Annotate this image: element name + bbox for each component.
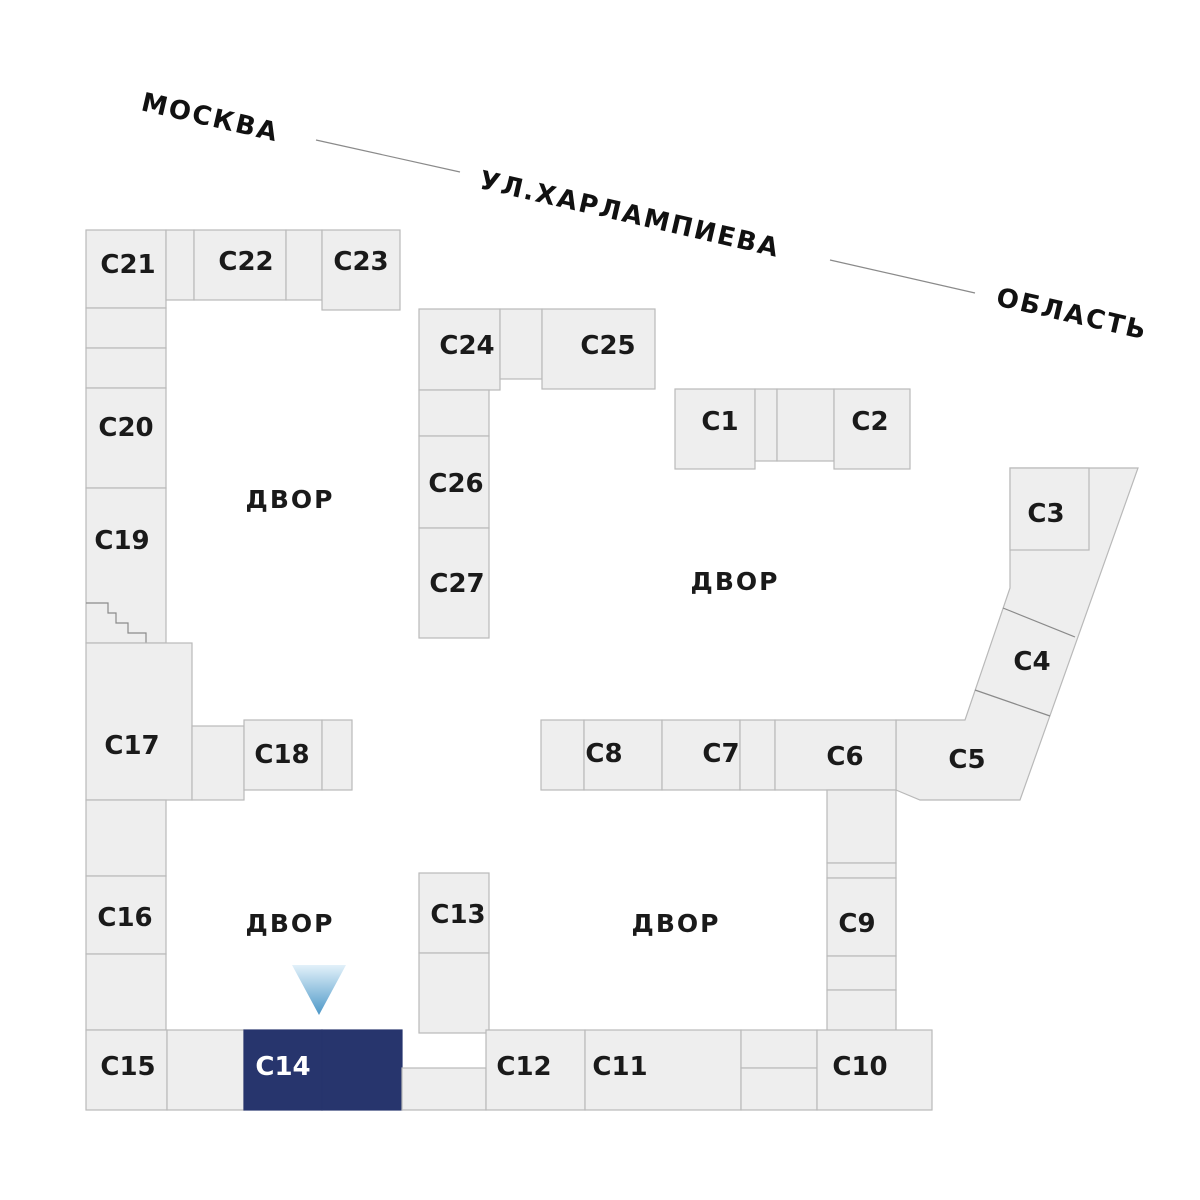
block-c21-b [85, 307, 167, 349]
section-label-c26[interactable]: С26 [428, 469, 483, 499]
block-c24-b [499, 308, 543, 380]
section-label-c14[interactable]: С14 [255, 1052, 310, 1082]
section-label-c10[interactable]: С10 [832, 1052, 887, 1082]
c9-column [826, 789, 897, 1034]
section-label-c1[interactable]: С1 [701, 407, 738, 437]
section-label-c20[interactable]: С20 [98, 413, 153, 443]
block-c7-b [739, 719, 776, 791]
block-c1-b [754, 388, 778, 462]
yard-label-bottom-left: ДВОР [246, 909, 335, 938]
block-c12-a [401, 1067, 487, 1111]
east-north-block [674, 388, 911, 470]
yard-labels: ДВОР ДВОР ДВОР ДВОР [246, 485, 780, 938]
block-c22-a [165, 229, 195, 301]
block-c9-c [826, 955, 897, 991]
street-name: УЛ.ХАРЛАМПИЕВА [476, 166, 782, 264]
block-c26-a [418, 389, 490, 437]
section-label-c5[interactable]: С5 [948, 745, 985, 775]
road-labels: МОСКВА УЛ.ХАРЛАМПИЕВА ОБЛАСТЬ [138, 88, 1150, 347]
block-c12[interactable] [485, 1029, 586, 1111]
yard-label-center: ДВОР [691, 567, 780, 596]
section-label-c2[interactable]: С2 [851, 407, 888, 437]
section-label-c11[interactable]: С11 [592, 1052, 647, 1082]
central-block [418, 308, 656, 639]
block-c8-a [540, 719, 585, 791]
block-c22[interactable] [193, 229, 287, 301]
block-c1[interactable] [674, 388, 756, 470]
c13-column [418, 872, 490, 1034]
road-label-moscow: МОСКВА [138, 88, 281, 149]
yard-label-bottom-right: ДВОР [632, 909, 721, 938]
block-c25[interactable] [541, 308, 656, 390]
block-c16-a [85, 799, 167, 877]
block-c9-a [826, 789, 897, 864]
section-label-c27[interactable]: С27 [429, 569, 484, 599]
section-label-c21[interactable]: С21 [100, 250, 155, 280]
section-label-c18[interactable]: С18 [254, 740, 309, 770]
block-c18-b [321, 719, 353, 791]
block-c2[interactable] [833, 388, 911, 470]
north-wing [165, 229, 401, 311]
section-label-c22[interactable]: С22 [218, 247, 273, 277]
section-label-c17[interactable]: С17 [104, 731, 159, 761]
block-c11-b [740, 1029, 818, 1069]
block-c17[interactable] [85, 642, 193, 801]
divider-c4-bottom [974, 689, 1051, 717]
block-c11[interactable] [584, 1029, 742, 1111]
section-labels: С1 С2 С3 С4 С5 С6 С7 С8 С9 С10 С11 С12 С… [94, 247, 1064, 1082]
block-c14[interactable] [243, 1029, 323, 1111]
road-line-1 [315, 139, 461, 173]
section-label-c15[interactable]: С15 [100, 1052, 155, 1082]
block-c10[interactable] [816, 1029, 933, 1111]
yard-label-top-left: ДВОР [246, 485, 335, 514]
block-c21-c [85, 347, 167, 389]
section-label-c16[interactable]: С16 [97, 903, 152, 933]
block-c6[interactable] [774, 719, 897, 791]
section-label-c13[interactable]: С13 [430, 900, 485, 930]
block-c19[interactable] [85, 487, 167, 644]
section-label-c8[interactable]: С8 [585, 739, 622, 769]
block-c14-b[interactable] [321, 1029, 403, 1111]
section-label-c23[interactable]: С23 [333, 247, 388, 277]
block-c13-b [418, 952, 490, 1034]
stair-c19 [86, 602, 147, 643]
road-label-region: ОБЛАСТЬ [993, 283, 1150, 347]
block-c9[interactable] [826, 877, 897, 957]
block-c20[interactable] [85, 387, 167, 489]
block-c2-a [776, 388, 835, 462]
section-label-c9[interactable]: С9 [838, 909, 875, 939]
middle-row [540, 719, 897, 791]
block-c15-b [166, 1029, 245, 1111]
section-label-c7[interactable]: С7 [702, 739, 739, 769]
road-line-2 [829, 259, 976, 294]
section-label-c6[interactable]: С6 [826, 742, 863, 772]
section-label-c4[interactable]: С4 [1013, 647, 1050, 677]
block-c16[interactable] [85, 875, 167, 955]
block-c13[interactable] [418, 872, 490, 954]
block-c27[interactable] [418, 527, 490, 639]
east-wing [895, 467, 1139, 801]
section-label-c25[interactable]: С25 [580, 331, 635, 361]
block-c23[interactable] [321, 229, 401, 311]
block-c9-d [826, 989, 897, 1034]
block-c8[interactable] [583, 719, 663, 791]
section-label-c19[interactable]: С19 [94, 526, 149, 556]
divider-c4-top [1002, 607, 1076, 638]
block-c21[interactable] [85, 229, 167, 309]
block-c3[interactable] [1009, 467, 1090, 551]
block-c9-b [826, 862, 897, 879]
south-row [85, 1029, 933, 1111]
section-label-c12[interactable]: С12 [496, 1052, 551, 1082]
section-label-c3[interactable]: С3 [1027, 499, 1064, 529]
block-c22-b [285, 229, 323, 301]
block-c15[interactable] [85, 1029, 168, 1111]
west-wing [85, 229, 353, 1031]
block-c11-c [740, 1067, 818, 1111]
section-label-c24[interactable]: С24 [439, 331, 494, 361]
selected-marker-icon [292, 965, 346, 1015]
block-c17-b [191, 725, 245, 801]
block-c16-b [85, 953, 167, 1031]
